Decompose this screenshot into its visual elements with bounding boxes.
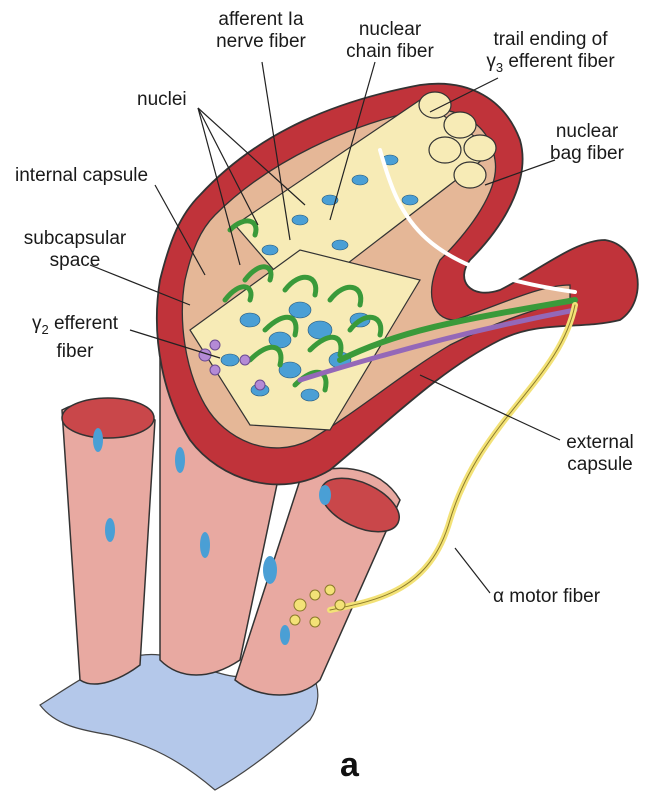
extrafusal-fiber-left-end [62,398,154,438]
leader-external-capsule [420,375,560,440]
muscle-nucleus [200,532,210,558]
leader-alpha-motor [455,548,490,593]
label-nuclear-chain-fiber: nuclear chain fiber [335,19,445,63]
muscle-nucleus [93,428,103,452]
label-subcapsular-space: subcapsular space [20,228,130,272]
label-bag-line1: nuclear [542,121,632,143]
label-gamma2-efferent-fiber: γ2 efferent fiber [20,313,130,363]
label-gamma2-line1: γ2 efferent [20,313,130,341]
label-external-line2: capsule [555,454,645,476]
label-chain-line2: chain fiber [335,41,445,63]
muscle-nucleus [263,556,277,584]
label-trail-line1: trail ending of [468,29,633,51]
label-subcap-line1: subcapsular [20,228,130,250]
label-internal-capsule: internal capsule [15,165,148,187]
label-bag-line2: bag fiber [542,143,632,165]
label-trail-ending: trail ending of γ3 efferent fiber [468,29,633,79]
label-external-line1: external [555,432,645,454]
muscle-nucleus [175,447,185,473]
label-alpha-motor-fiber: α motor fiber [493,586,600,608]
label-nuclei: nuclei [137,89,187,111]
label-afferent-line2: nerve fiber [197,31,325,53]
label-gamma2-line2: fiber [20,341,130,363]
extrafusal-fiber-left [62,401,155,684]
muscle-nucleus [319,485,331,505]
label-chain-line1: nuclear [335,19,445,41]
label-trail-line2: γ3 efferent fiber [468,51,633,79]
label-afferent-line1: afferent Ia [197,9,325,31]
label-subcap-line2: space [20,250,130,272]
muscle-nucleus [280,625,290,645]
label-external-capsule: external capsule [555,432,645,476]
label-afferent-ia: afferent Ia nerve fiber [197,9,325,53]
panel-letter: a [340,746,359,785]
label-nuclear-bag-fiber: nuclear bag fiber [542,121,632,165]
muscle-nucleus [105,518,115,542]
